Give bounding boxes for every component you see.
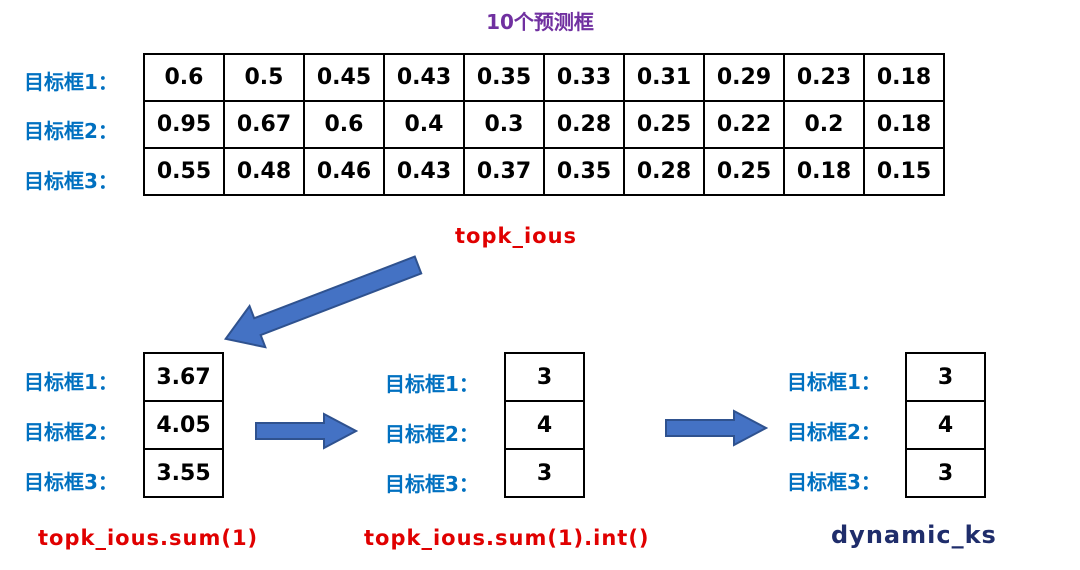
dynamic-row-label-3: 目标框3： xyxy=(787,470,881,494)
int-cell: 3 xyxy=(504,448,585,498)
topk-cell: 0.43 xyxy=(383,147,465,196)
sum-cell: 4.05 xyxy=(143,400,224,450)
dynamic-cell: 3 xyxy=(905,448,986,498)
topk-cell: 0.25 xyxy=(703,147,785,196)
topk-cell: 0.35 xyxy=(543,147,625,196)
top-row-label-1: 目标框1： xyxy=(24,70,118,94)
dynamic-cell: 3 xyxy=(905,352,986,402)
topk-cell: 0.15 xyxy=(863,147,945,196)
topk-row-1: 0.6 0.5 0.45 0.43 0.35 0.33 0.31 0.29 0.… xyxy=(143,53,945,102)
topk-ious-table: 0.6 0.5 0.45 0.43 0.35 0.33 0.31 0.29 0.… xyxy=(143,53,945,196)
topk-cell: 0.18 xyxy=(783,147,865,196)
int-table: 3 4 3 xyxy=(504,352,585,498)
int-row-label-3: 目标框3： xyxy=(385,472,479,496)
sum-table: 3.67 4.05 3.55 xyxy=(143,352,224,498)
int-label: topk_ious.sum(1).int() xyxy=(364,526,650,550)
top-row-label-2: 目标框2： xyxy=(24,119,118,143)
sum-label: topk_ious.sum(1) xyxy=(38,526,259,550)
topk-cell: 0.95 xyxy=(143,100,225,149)
topk-cell: 0.28 xyxy=(543,100,625,149)
topk-cell: 0.46 xyxy=(303,147,385,196)
dynamic-table: 3 4 3 xyxy=(905,352,986,498)
dynamic-row-label-1: 目标框1： xyxy=(787,370,881,394)
topk-row-3: 0.55 0.48 0.46 0.43 0.37 0.35 0.28 0.25 … xyxy=(143,147,945,196)
int-row-label-2: 目标框2： xyxy=(385,422,479,446)
topk-cell: 0.4 xyxy=(383,100,465,149)
topk-cell: 0.3 xyxy=(463,100,545,149)
topk-cell: 0.35 xyxy=(463,53,545,102)
topk-cell: 0.23 xyxy=(783,53,865,102)
right-arrow-icon xyxy=(665,409,768,447)
topk-cell: 0.28 xyxy=(623,147,705,196)
int-cell: 3 xyxy=(504,352,585,402)
topk-cell: 0.22 xyxy=(703,100,785,149)
int-cell: 4 xyxy=(504,400,585,450)
topk-cell: 0.55 xyxy=(143,147,225,196)
topk-cell: 0.5 xyxy=(223,53,305,102)
topk-cell: 0.43 xyxy=(383,53,465,102)
topk-cell: 0.67 xyxy=(223,100,305,149)
diagonal-arrow-icon xyxy=(223,255,423,349)
topk-row-2: 0.95 0.67 0.6 0.4 0.3 0.28 0.25 0.22 0.2… xyxy=(143,100,945,149)
topk-cell: 0.18 xyxy=(863,100,945,149)
sum-row-label-2: 目标框2： xyxy=(24,420,118,444)
sum-cell: 3.67 xyxy=(143,352,224,402)
sum-cell: 3.55 xyxy=(143,448,224,498)
topk-cell: 0.48 xyxy=(223,147,305,196)
topk-cell: 0.18 xyxy=(863,53,945,102)
top-row-label-3: 目标框3： xyxy=(24,169,118,193)
topk-ious-label: topk_ious xyxy=(455,224,578,248)
topk-cell: 0.37 xyxy=(463,147,545,196)
dynamic-row-label-2: 目标框2： xyxy=(787,420,881,444)
int-row-label-1: 目标框1： xyxy=(385,372,479,396)
topk-cell: 0.6 xyxy=(143,53,225,102)
topk-cell: 0.25 xyxy=(623,100,705,149)
topk-cell: 0.6 xyxy=(303,100,385,149)
topk-cell: 0.31 xyxy=(623,53,705,102)
right-arrow-icon xyxy=(255,412,358,450)
sum-row-label-1: 目标框1： xyxy=(24,370,118,394)
topk-cell: 0.2 xyxy=(783,100,865,149)
dynamic-cell: 4 xyxy=(905,400,986,450)
dynamic-ks-label: dynamic_ks xyxy=(831,521,997,549)
topk-cell: 0.33 xyxy=(543,53,625,102)
sum-row-label-3: 目标框3： xyxy=(24,470,118,494)
topk-cell: 0.29 xyxy=(703,53,785,102)
diagram-title: 10个预测框 xyxy=(486,10,594,34)
topk-cell: 0.45 xyxy=(303,53,385,102)
